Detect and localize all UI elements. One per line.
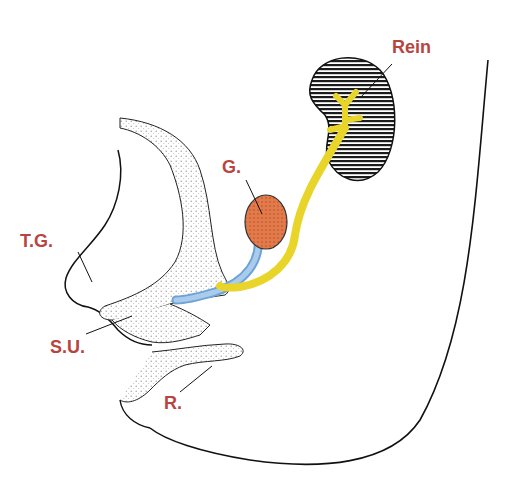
- part-label: R.: [164, 394, 182, 414]
- renal-pelvis: [330, 92, 360, 130]
- leader-line: [78, 252, 92, 282]
- leader-line: [180, 366, 212, 392]
- part-label: S.U.: [50, 338, 85, 358]
- part-label: G.: [222, 158, 241, 178]
- leader-line: [86, 316, 132, 334]
- urogenital-sinus-lower: [112, 304, 210, 343]
- gonad: [245, 195, 287, 249]
- leader-lines: [78, 64, 392, 392]
- leader-line: [360, 64, 392, 98]
- leader-line: [246, 180, 262, 214]
- part-label: Rein: [392, 38, 431, 58]
- part-label: T.G.: [20, 232, 53, 252]
- ureter: [220, 128, 345, 288]
- perineum-outline: [120, 400, 150, 428]
